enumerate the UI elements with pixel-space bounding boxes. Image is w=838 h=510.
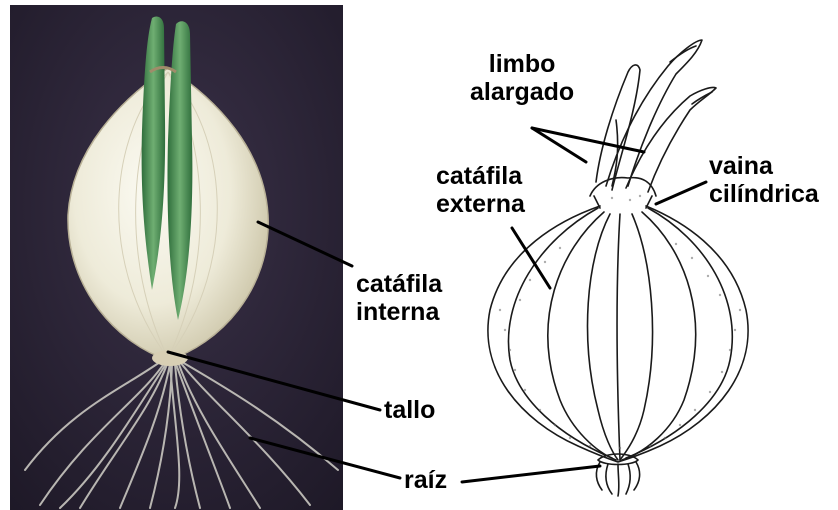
onion-drawing [488,40,748,496]
leader-raiz-right [462,466,600,482]
label-vaina-cilindrica-line1: vaina [709,152,819,180]
label-raiz: raíz [404,466,447,494]
label-catafila-interna-line2: interna [356,298,442,326]
drawing-stipple [499,195,741,449]
drawing-sheath [590,178,656,196]
label-limbo-alargado-line1: limbo [470,50,574,78]
label-vaina-cilindrica: vaina cilíndrica [709,152,819,208]
label-catafila-interna: catáfila interna [356,270,442,326]
onion-photo [10,5,343,510]
label-catafila-externa: catáfila externa [436,162,525,218]
drawing-roots [596,462,639,496]
label-catafila-externa-line1: catáfila [436,162,525,190]
label-tallo: tallo [384,396,435,424]
label-catafila-interna-line1: catáfila [356,270,442,298]
label-limbo-alargado: limbo alargado [470,50,574,106]
drawing-leaf-3 [626,87,716,192]
label-catafila-externa-line2: externa [436,190,525,218]
leader-vaina [656,182,706,204]
label-vaina-cilindrica-line2: cilíndrica [709,180,819,208]
label-limbo-alargado-line2: alargado [470,78,574,106]
